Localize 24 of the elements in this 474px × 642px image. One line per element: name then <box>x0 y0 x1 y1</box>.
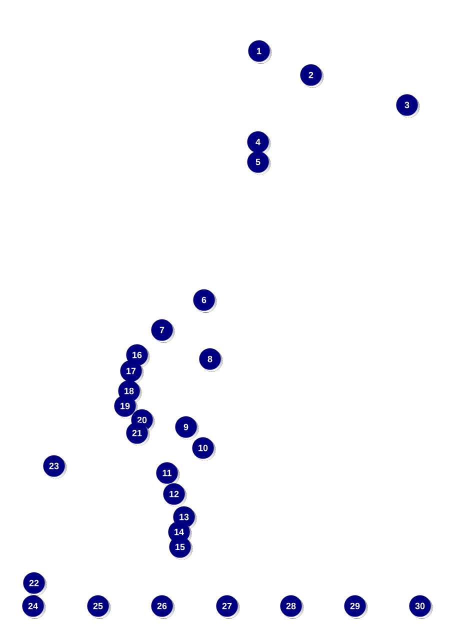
callout-number: 11 <box>156 462 180 486</box>
callout-number: 17 <box>120 360 144 384</box>
callout-number: 29 <box>344 595 368 619</box>
callout-number: 7 <box>151 319 175 343</box>
callout-number: 12 <box>163 483 187 507</box>
callout-number: 1 <box>248 40 272 64</box>
callout-number: 25 <box>87 595 111 619</box>
callout-number: 5 <box>247 151 271 175</box>
callout-number: 30 <box>409 595 433 619</box>
callout-number: 26 <box>151 595 175 619</box>
callout-number: 23 <box>43 455 67 479</box>
callout-number: 6 <box>193 289 217 313</box>
callout-number: 4 <box>247 131 271 155</box>
callout-number: 27 <box>216 595 240 619</box>
callout-number: 8 <box>199 348 223 372</box>
callout-number: 21 <box>126 422 150 446</box>
callout-number: 2 <box>300 64 324 88</box>
callout-number: 9 <box>175 416 199 440</box>
callout-number: 24 <box>22 595 46 619</box>
callout-number: 22 <box>23 572 47 596</box>
callout-number: 3 <box>396 94 420 118</box>
callout-number: 28 <box>280 595 304 619</box>
callout-number: 15 <box>169 536 193 560</box>
callout-number: 10 <box>192 437 216 461</box>
